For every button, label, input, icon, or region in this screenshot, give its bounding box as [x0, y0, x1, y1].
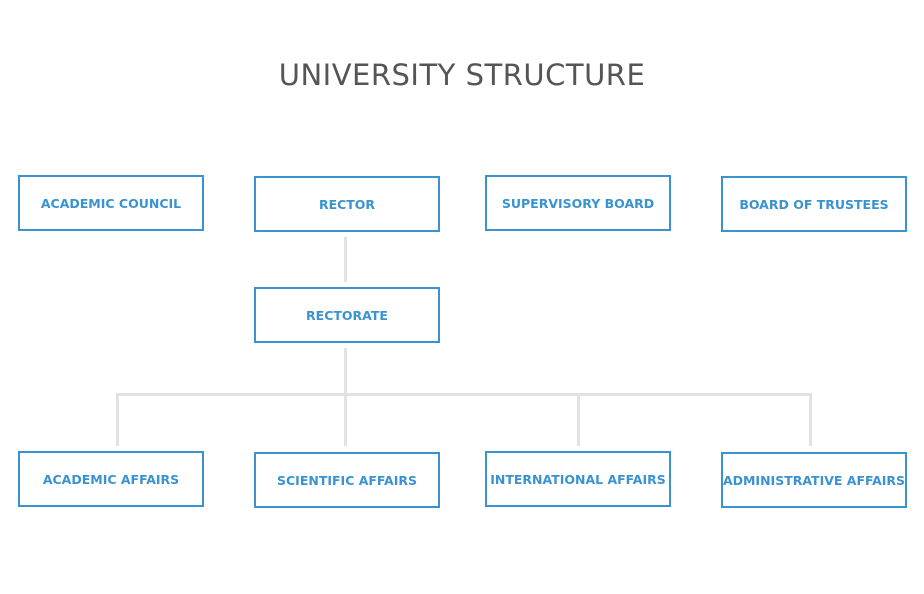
connector-drop-administrative-affairs — [809, 393, 812, 446]
connector-drop-academic-affairs — [116, 393, 119, 446]
node-label: ADMINISTRATIVE AFFAIRS — [722, 472, 906, 488]
node-rector: RECTOR — [254, 176, 440, 232]
connector-drop-scientific-affairs — [344, 393, 347, 446]
connector-rectorate-down — [344, 348, 347, 395]
node-board-of-trustees: BOARD OF TRUSTEES — [721, 176, 907, 232]
node-administrative-affairs: ADMINISTRATIVE AFFAIRS — [721, 452, 907, 508]
node-international-affairs: INTERNATIONAL AFFAIRS — [485, 451, 671, 507]
node-label: ACADEMIC COUNCIL — [40, 195, 182, 211]
node-label: SUPERVISORY BOARD — [501, 195, 655, 211]
node-label: RECTOR — [318, 196, 376, 212]
page-title: UNIVERSITY STRUCTURE — [278, 58, 646, 92]
node-label: RECTORATE — [306, 307, 388, 323]
node-label: INTERNATIONAL AFFAIRS — [490, 471, 666, 487]
connector-rector-rectorate — [344, 237, 347, 282]
node-label: ACADEMIC AFFAIRS — [42, 471, 180, 487]
node-academic-council: ACADEMIC COUNCIL — [18, 175, 204, 231]
node-rectorate: RECTORATE — [254, 287, 440, 343]
connector-drop-international-affairs — [577, 393, 580, 446]
node-label: SCIENTIFIC AFFAIRS — [277, 472, 417, 488]
node-scientific-affairs: SCIENTIFIC AFFAIRS — [254, 452, 440, 508]
node-academic-affairs: ACADEMIC AFFAIRS — [18, 451, 204, 507]
connector-horizontal-bus — [116, 393, 812, 396]
node-label: BOARD OF TRUSTEES — [739, 196, 889, 212]
node-supervisory-board: SUPERVISORY BOARD — [485, 175, 671, 231]
